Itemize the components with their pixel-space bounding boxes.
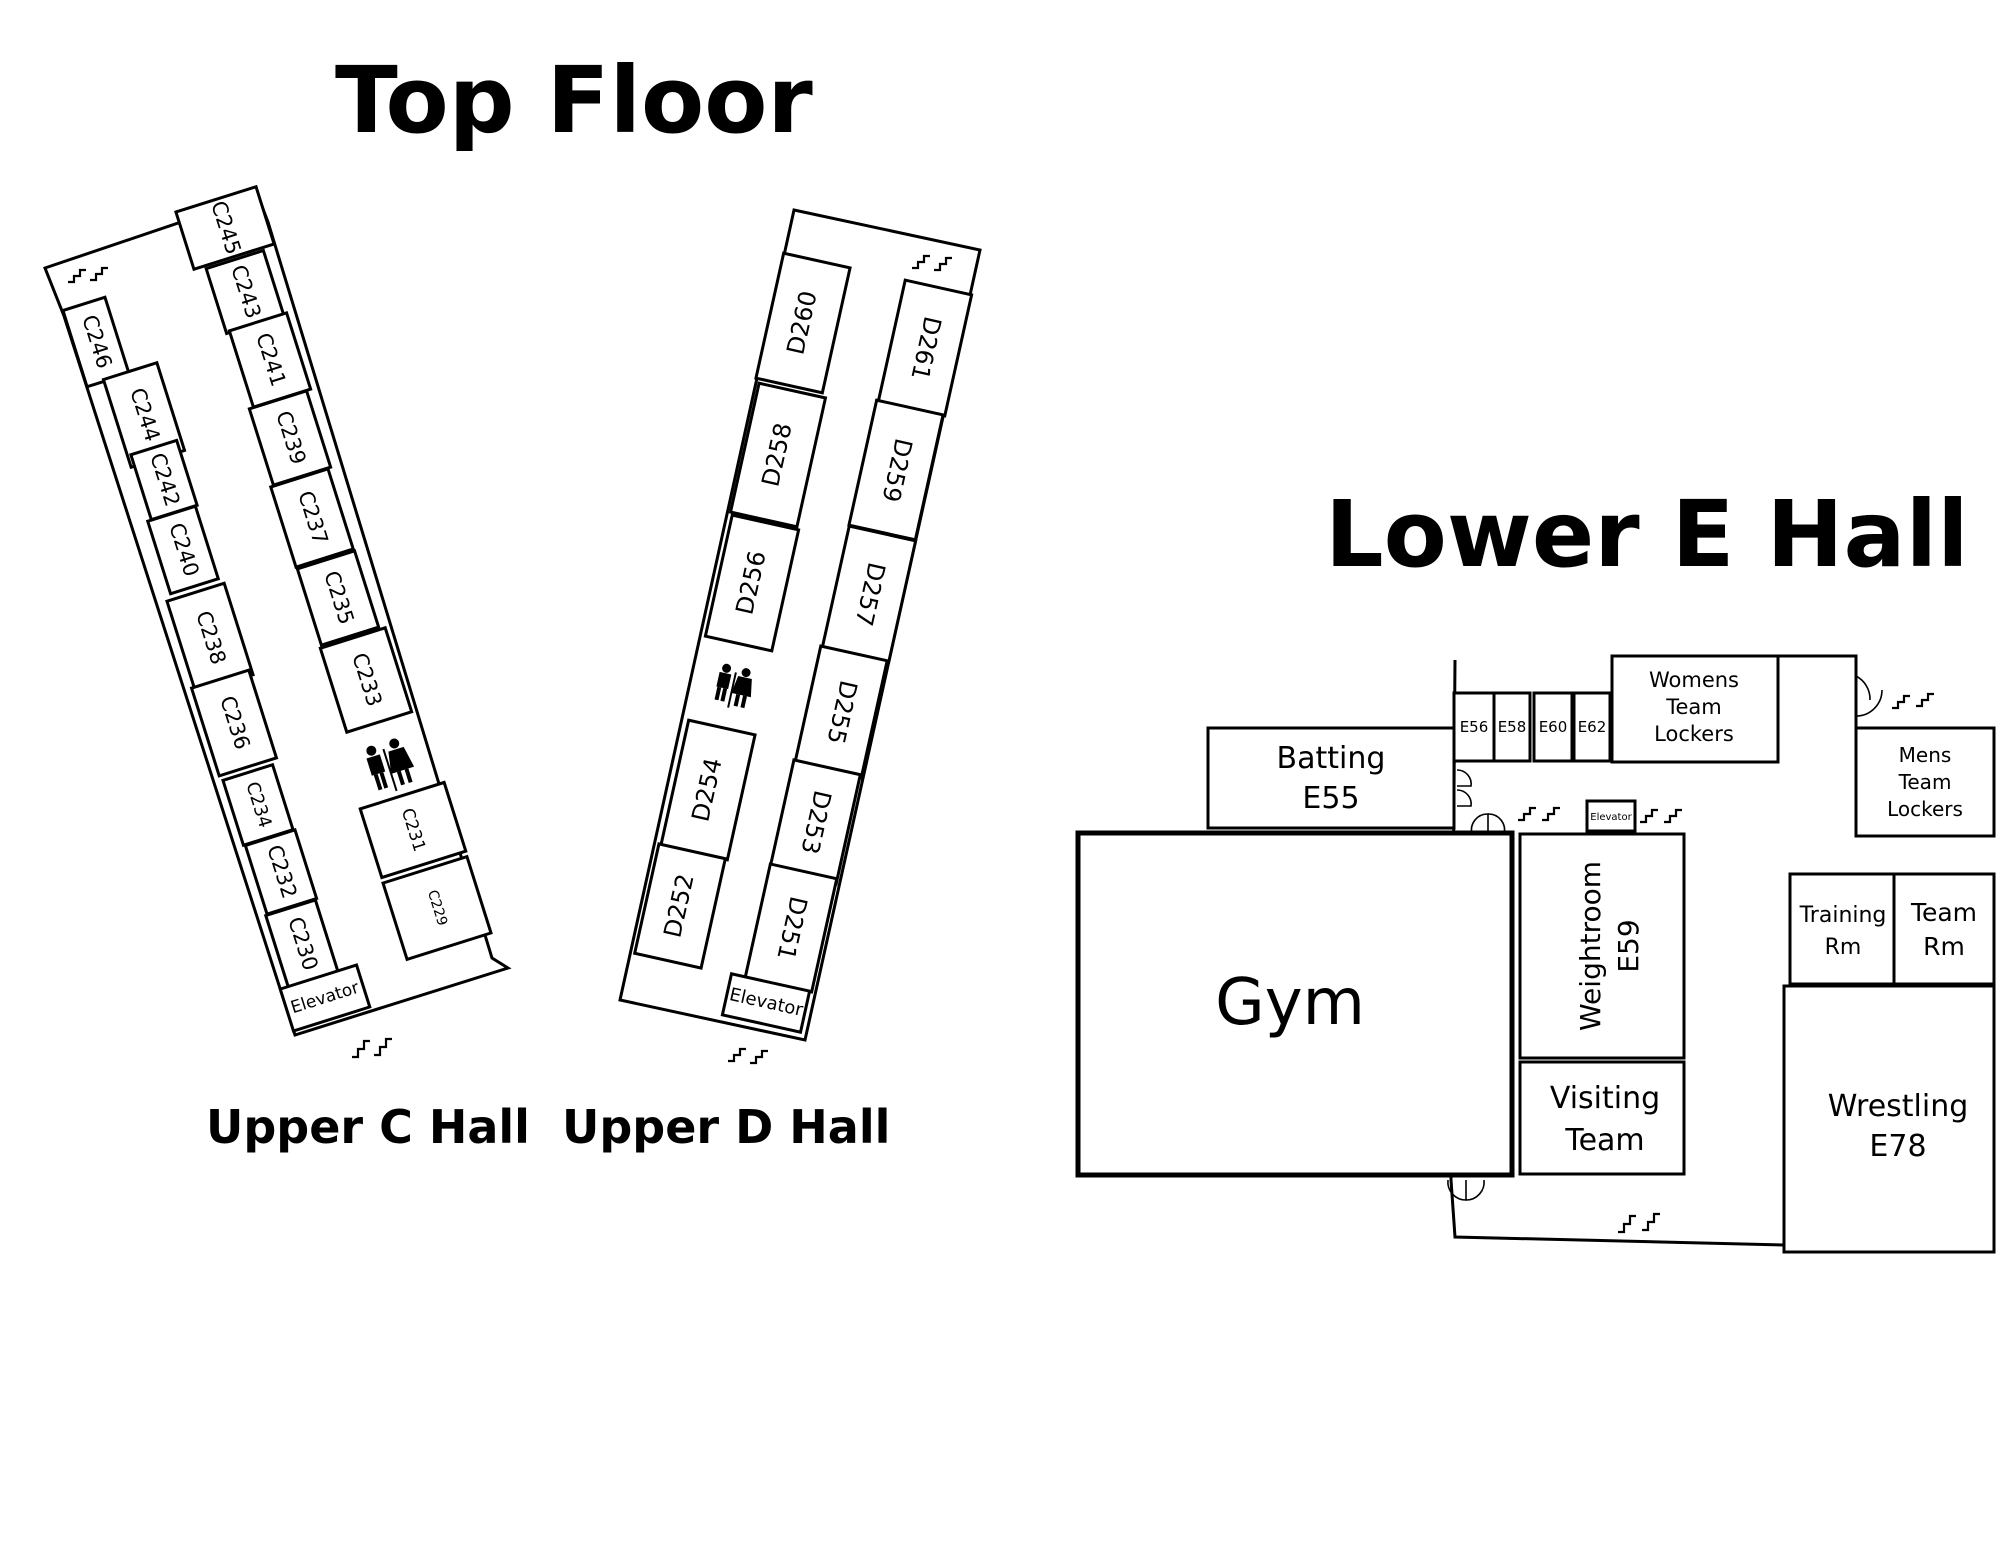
room-batting-e55[interactable]: Batting E55 [1206, 726, 1456, 830]
room-c232[interactable]: C232 [243, 827, 319, 917]
svg-text:E58: E58 [1498, 718, 1527, 736]
svg-text:E62: E62 [1578, 718, 1607, 736]
stairs-icon [1892, 692, 1934, 710]
room-c238[interactable]: C238 [165, 581, 255, 695]
room-d251[interactable]: D251 [743, 862, 839, 994]
stairs-icon [68, 266, 108, 284]
room-d257[interactable]: D257 [820, 524, 918, 664]
room-d252[interactable]: D252 [632, 842, 728, 970]
door-swing-icon [1447, 1179, 1485, 1201]
svg-text:E59: E59 [1612, 919, 1645, 972]
upper-c-hall-plan: C246 C244 C242 C240 C238 C236 C234 C232 [43, 184, 512, 1059]
room-c243[interactable]: C243 [204, 248, 286, 336]
svg-text:Elevator: Elevator [1590, 812, 1632, 823]
room-c230[interactable]: C230 [263, 898, 341, 990]
stairs-icon [1640, 808, 1682, 824]
room-d254[interactable]: D254 [659, 718, 757, 862]
room-c236[interactable]: C236 [189, 668, 279, 778]
svg-text:Wrestling: Wrestling [1828, 1089, 1969, 1124]
room-c229[interactable]: C229 [381, 854, 493, 962]
svg-text:Team: Team [1665, 695, 1722, 719]
d-hall-elevator[interactable]: Elevator [720, 972, 812, 1034]
e-hall-elevator[interactable]: Elevator [1585, 799, 1637, 833]
svg-text:Mens: Mens [1899, 743, 1952, 767]
room-c231[interactable]: C231 [358, 780, 468, 880]
upper-d-hall-title: Upper D Hall [562, 1100, 890, 1154]
svg-text:E78: E78 [1869, 1129, 1926, 1164]
room-d255[interactable]: D255 [793, 644, 889, 780]
room-mens-team-lockers[interactable]: Mens Team Lockers [1854, 726, 1996, 838]
room-d256[interactable]: D256 [703, 513, 801, 653]
room-c245[interactable]: C245 [174, 184, 276, 272]
top-floor-title: Top Floor [335, 47, 813, 154]
room-c239[interactable]: C239 [247, 388, 333, 488]
room-c246[interactable]: C246 [61, 295, 131, 389]
stairs-icon [352, 1037, 392, 1059]
svg-text:Rm: Rm [1923, 932, 1965, 961]
room-training-rm[interactable]: Training Rm [1788, 872, 1896, 986]
room-c233[interactable]: C233 [318, 625, 414, 735]
svg-text:Weightroom: Weightroom [1574, 861, 1607, 1031]
room-d261[interactable]: D261 [876, 278, 974, 418]
room-c235[interactable]: C235 [295, 548, 381, 648]
stairs-icon [912, 254, 952, 272]
svg-text:Gym: Gym [1215, 966, 1365, 1040]
room-wrestling-e78[interactable]: Wrestling E78 [1782, 984, 1996, 1254]
room-c240[interactable]: C240 [145, 504, 221, 596]
svg-text:Batting: Batting [1277, 741, 1386, 776]
stairs-icon [728, 1047, 768, 1065]
svg-text:Womens: Womens [1649, 668, 1739, 692]
upper-d-hall-plan: D260 D258 D256 D254 D252 [618, 208, 982, 1065]
svg-text:Team: Team [1910, 898, 1977, 927]
svg-text:Team: Team [1564, 1123, 1644, 1158]
svg-text:Training: Training [1799, 903, 1887, 928]
lower-e-hall-title: Lower E Hall [1325, 481, 1969, 588]
door-swing-icon [1855, 660, 1883, 717]
svg-text:Rm: Rm [1825, 935, 1862, 960]
room-e58[interactable]: E58 [1492, 691, 1532, 763]
room-d258[interactable]: D258 [728, 381, 828, 529]
room-gym[interactable]: Gym [1075, 830, 1515, 1178]
restroom-icon [714, 663, 752, 709]
room-team-rm[interactable]: Team Rm [1892, 872, 1996, 986]
room-weightroom-e59[interactable]: Weightroom E59 [1518, 832, 1686, 1060]
svg-text:Lockers: Lockers [1887, 797, 1963, 821]
svg-text:Team: Team [1898, 770, 1952, 794]
stairs-icon [1618, 1212, 1660, 1234]
room-c237[interactable]: C237 [268, 467, 356, 569]
door-swing-icon [1456, 769, 1472, 807]
lower-e-hall-plan: Batting E55 E56 E58 E60 E62 Womens Team … [1075, 654, 1996, 1254]
svg-text:Visiting: Visiting [1550, 1081, 1660, 1116]
c-hall-elevator[interactable]: Elevator [278, 963, 372, 1033]
e-hall-north-wall [1778, 654, 1858, 728]
room-d260[interactable]: D260 [754, 251, 852, 395]
svg-text:E56: E56 [1460, 718, 1489, 736]
d-hall-outline [618, 208, 982, 1042]
upper-c-hall-title: Upper C Hall [206, 1100, 530, 1154]
room-visiting-team[interactable]: Visiting Team [1518, 1060, 1686, 1176]
svg-text:Lockers: Lockers [1654, 722, 1734, 746]
room-womens-team-lockers[interactable]: Womens Team Lockers [1610, 654, 1780, 764]
room-e62[interactable]: E62 [1572, 691, 1612, 763]
room-c234[interactable]: C234 [221, 762, 295, 848]
svg-text:E60: E60 [1539, 718, 1568, 736]
room-d259[interactable]: D259 [847, 398, 945, 542]
restroom-icon [366, 738, 415, 792]
room-c242[interactable]: C242 [129, 438, 199, 522]
svg-text:E55: E55 [1302, 781, 1359, 816]
room-c244[interactable]: C244 [101, 360, 187, 470]
stairs-icon [1518, 806, 1560, 822]
room-e60[interactable]: E60 [1532, 691, 1574, 763]
room-e56[interactable]: E56 [1452, 691, 1496, 763]
